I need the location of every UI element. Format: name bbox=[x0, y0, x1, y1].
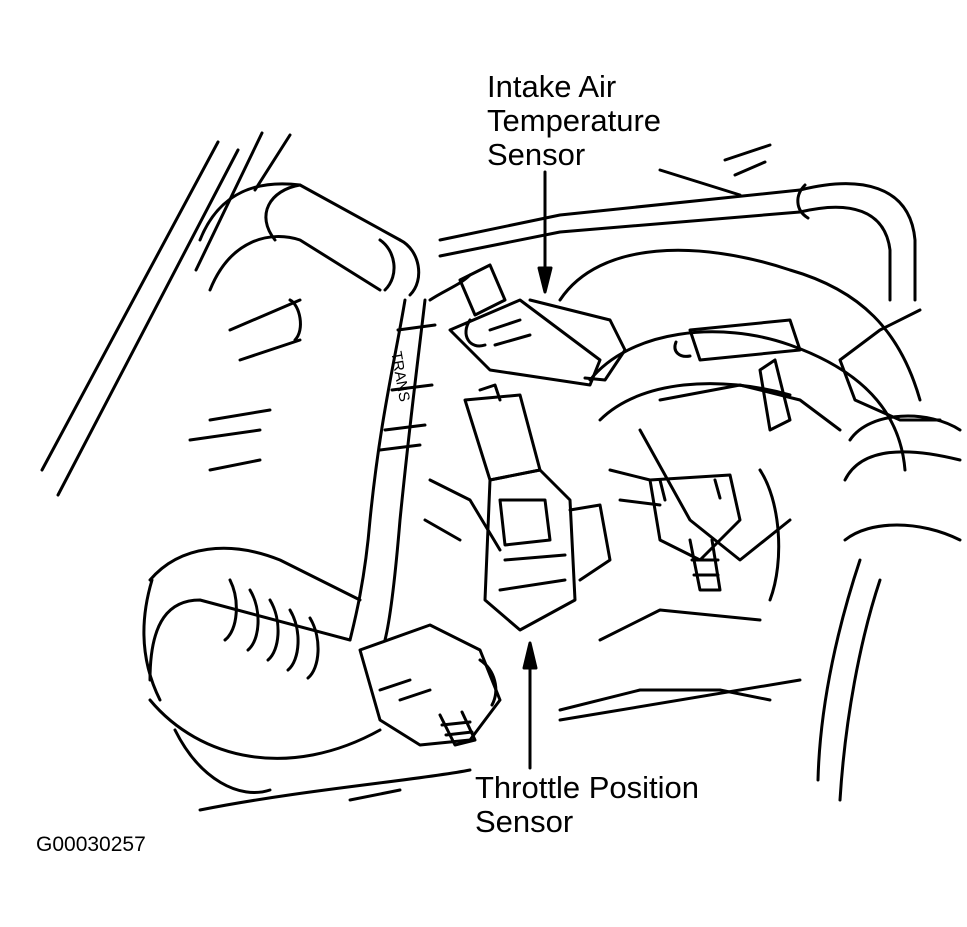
figure-id: G00030257 bbox=[36, 833, 146, 856]
lower-left-hose bbox=[142, 546, 382, 794]
intake-air-temperature-sensor-label: Intake Air Temperature Sensor bbox=[487, 70, 661, 172]
wiring-harness bbox=[348, 273, 502, 642]
iat-sensor-connector bbox=[448, 263, 627, 387]
iat-label-line-2: Temperature bbox=[487, 103, 662, 138]
mounting-stud-right bbox=[648, 473, 742, 592]
iat-label-line-3: Sensor bbox=[487, 137, 586, 172]
lower-engine-edges bbox=[188, 408, 802, 812]
air-intake-duct bbox=[758, 308, 962, 802]
upper-left-hose bbox=[198, 182, 421, 362]
iat-label-line-1: Intake Air bbox=[487, 69, 617, 104]
iat-leader-arrow bbox=[537, 170, 553, 294]
vacuum-tube bbox=[438, 143, 917, 302]
tps-leader-arrow bbox=[522, 641, 538, 770]
tps-body bbox=[463, 383, 612, 632]
throttle-position-sensor-label: Throttle Position Sensor bbox=[475, 771, 699, 839]
tps-label-line-2: Sensor bbox=[475, 804, 574, 839]
ground-stud-lower bbox=[358, 623, 502, 747]
tps-label-line-1: Throttle Position bbox=[475, 770, 699, 805]
